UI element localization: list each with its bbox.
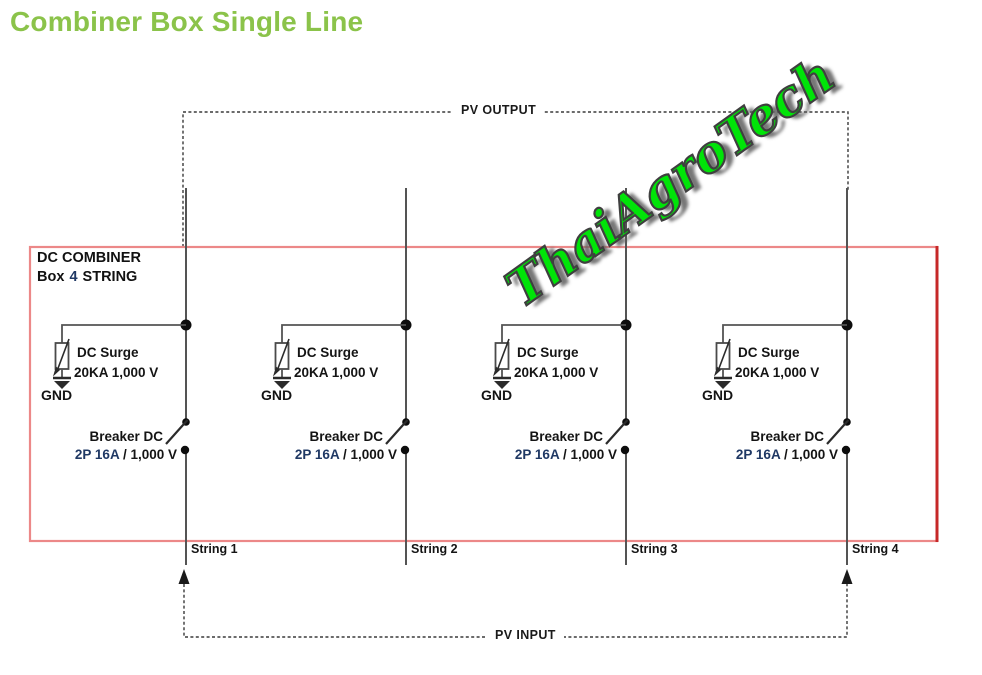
string-label: String 3 bbox=[631, 542, 678, 556]
pv-input-arrow-right-icon bbox=[841, 569, 853, 584]
breaker-switch-icon bbox=[605, 418, 630, 455]
pv-output-dashed-path bbox=[182, 111, 849, 247]
page-title: Combiner Box Single Line bbox=[10, 6, 364, 37]
breaker-name-label: Breaker DC bbox=[309, 429, 383, 444]
breaker-voltage: / 1,000 V bbox=[559, 447, 617, 462]
combiner-box-title-line2: Box 4 STRING bbox=[37, 269, 137, 285]
string-3-graphics bbox=[493, 188, 632, 565]
breaker-voltage: / 1,000 V bbox=[339, 447, 397, 462]
string-label: String 1 bbox=[191, 542, 238, 556]
surge-rating-label: 20KA 1,000 V bbox=[74, 365, 159, 380]
breaker-name-label: Breaker DC bbox=[529, 429, 603, 444]
string-1-graphics bbox=[53, 188, 192, 565]
combiner-box-title-line1: DC COMBINER bbox=[37, 250, 141, 266]
breaker-poles: 2P 16A bbox=[514, 447, 560, 462]
surge-name-label: DC Surge bbox=[738, 345, 800, 360]
surge-rating-label: 20KA 1,000 V bbox=[735, 365, 820, 380]
breaker-rating-label: 2P 16A / 1,000 V bbox=[515, 447, 617, 462]
ground-label: GND bbox=[481, 387, 513, 403]
ground-label: GND bbox=[261, 387, 293, 403]
breaker-switch-icon bbox=[826, 418, 851, 455]
breaker-poles: 2P 16A bbox=[74, 447, 120, 462]
breaker-voltage: / 1,000 V bbox=[119, 447, 177, 462]
ground-icon bbox=[53, 376, 71, 389]
surge-arrester-icon bbox=[714, 338, 731, 377]
surge-name-label: DC Surge bbox=[77, 345, 139, 360]
breaker-switch-icon bbox=[385, 418, 410, 455]
combiner-box-suffix: STRING bbox=[82, 269, 138, 285]
string-label: String 2 bbox=[411, 542, 458, 556]
breaker-rating-label: 2P 16A / 1,000 V bbox=[295, 447, 397, 462]
string-1-labels: DC Surge 20KA 1,000 V GND Breaker DC 2P … bbox=[31, 340, 238, 570]
string-label: String 4 bbox=[852, 542, 899, 556]
ground-label: GND bbox=[702, 387, 734, 403]
breaker-poles: 2P 16A bbox=[735, 447, 781, 462]
pv-input-arrow-left-icon bbox=[178, 569, 190, 584]
ground-icon bbox=[493, 376, 511, 389]
breaker-rating-label: 2P 16A / 1,000 V bbox=[75, 447, 177, 462]
combiner-box-string-count: 4 bbox=[69, 269, 78, 285]
combiner-box-prefix: Box bbox=[37, 269, 65, 285]
surge-name-label: DC Surge bbox=[517, 345, 579, 360]
breaker-name-label: Breaker DC bbox=[750, 429, 824, 444]
string-2-graphics bbox=[273, 188, 412, 565]
surge-rating-label: 20KA 1,000 V bbox=[294, 365, 379, 380]
string-2-labels: DC Surge 20KA 1,000 V GND Breaker DC 2P … bbox=[251, 340, 458, 570]
pv-input-label: PV INPUT bbox=[487, 628, 564, 642]
string-4-graphics bbox=[714, 188, 853, 565]
ground-icon bbox=[273, 376, 291, 389]
ground-label: GND bbox=[41, 387, 73, 403]
breaker-rating-label: 2P 16A / 1,000 V bbox=[736, 447, 838, 462]
surge-name-label: DC Surge bbox=[297, 345, 359, 360]
ground-icon bbox=[714, 376, 732, 389]
pv-output-label: PV OUTPUT bbox=[453, 103, 545, 117]
breaker-poles: 2P 16A bbox=[294, 447, 340, 462]
surge-rating-label: 20KA 1,000 V bbox=[514, 365, 599, 380]
string-4-labels: DC Surge 20KA 1,000 V GND Breaker DC 2P … bbox=[692, 340, 899, 570]
breaker-voltage: / 1,000 V bbox=[780, 447, 838, 462]
string-3-labels: DC Surge 20KA 1,000 V GND Breaker DC 2P … bbox=[471, 340, 678, 570]
breaker-switch-icon bbox=[165, 418, 190, 455]
breaker-name-label: Breaker DC bbox=[89, 429, 163, 444]
